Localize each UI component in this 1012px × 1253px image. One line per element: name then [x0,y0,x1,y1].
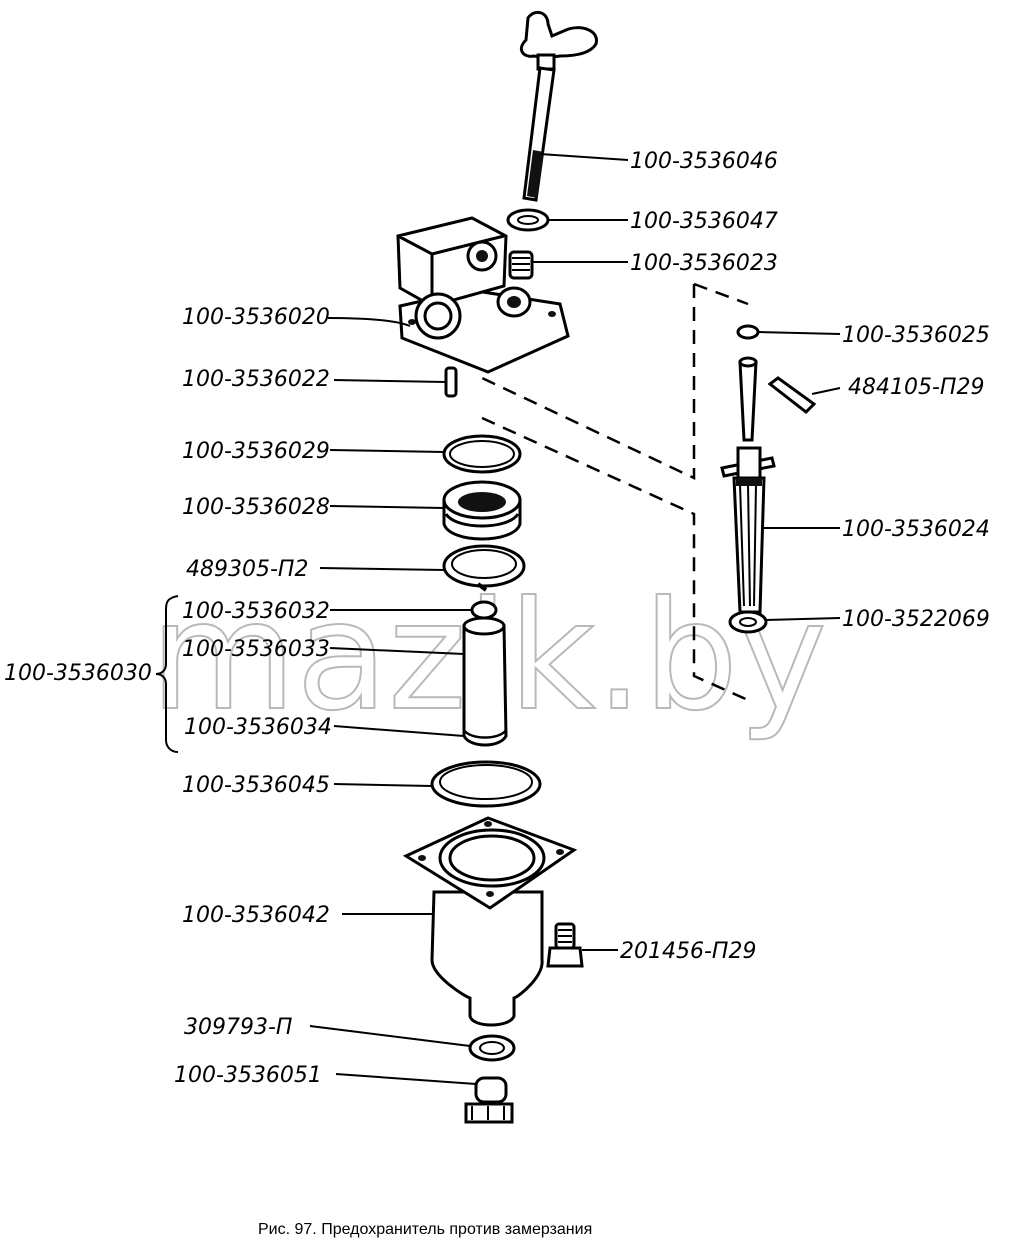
label-3536045: 100-3536045 [182,773,330,798]
washer-309793 [468,1034,516,1062]
label-3536051: 100-3536051 [174,1063,322,1088]
housing-part [396,216,570,374]
label-3536032: 100-3536032 [182,599,330,624]
label-3536028: 100-3536028 [182,495,330,520]
valve-stem-3536024 [720,324,776,614]
label-3536022: 100-3536022 [182,367,330,392]
ring-3536032 [470,600,498,620]
snap-ring-489305 [442,544,526,592]
label-489305: 489305-П2 [186,557,308,582]
leader-lines [309,153,841,1085]
label-3536025: 100-3536025 [842,323,990,348]
ring-3536029 [442,434,522,474]
drain-plug-3536051 [464,1076,514,1124]
cartridge-3536033 [462,616,508,747]
label-3536024: 100-3536024 [842,517,990,542]
assembly-guide-lower [481,416,749,702]
pin-3536022 [444,366,458,398]
label-3536047: 100-3536047 [630,209,778,234]
wing-screw-part [520,10,598,202]
group-bracket [155,595,179,753]
label-3536020: 100-3536020 [182,305,330,330]
label-3522069: 100-3522069 [842,607,990,632]
label-309793: 309793-П [184,1015,292,1040]
label-201456: 201456-П29 [620,939,756,964]
pin-484105 [767,376,817,414]
label-3536046: 100-3536046 [630,149,778,174]
piston-3536028 [442,480,522,541]
label-484105: 484105-П29 [848,375,984,400]
label-3536042: 100-3536042 [182,903,330,928]
label-3536023: 100-3536023 [630,251,778,276]
bowl-3536042 [402,816,578,1027]
assembly-guide-upper [481,282,749,480]
label-3536033: 100-3536033 [182,637,330,662]
label-3536030: 100-3536030 [4,661,152,686]
gasket-3536045 [430,760,542,808]
washer-3522069 [728,610,768,634]
label-3536029: 100-3536029 [182,439,330,464]
bolt-201456 [546,922,584,968]
part-labels: 100-3536046 100-3536047 100-3536023 100-… [4,149,990,1088]
figure-caption: Рис. 97. Предохранитель против замерзани… [258,1221,592,1238]
label-3536034: 100-3536034 [184,715,332,740]
